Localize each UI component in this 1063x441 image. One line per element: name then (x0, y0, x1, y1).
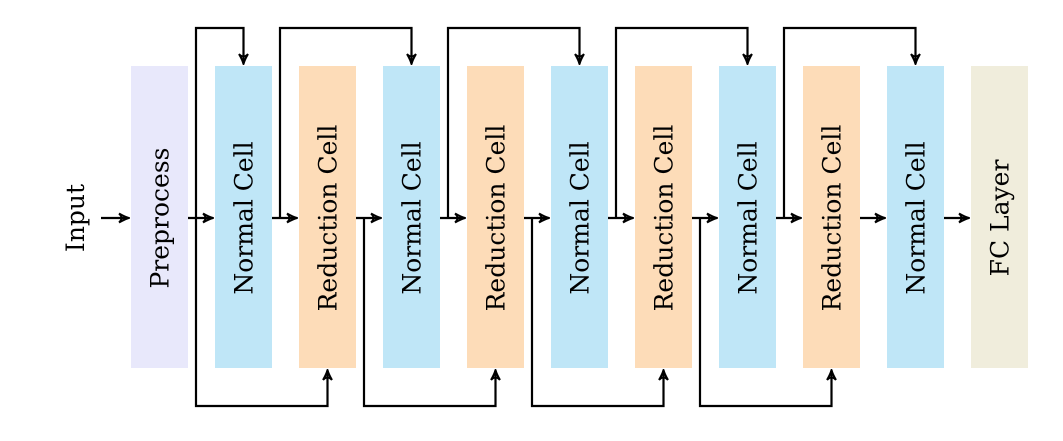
block-rect (215, 66, 272, 368)
block-reduction: Reduction Cell (467, 66, 524, 368)
skip-arrow-top (278, 26, 417, 218)
skip-arrow-bottom (194, 218, 333, 408)
block-fc: FC Layer (971, 66, 1028, 368)
block-preprocess: Preprocess (131, 66, 188, 368)
block-normal: Normal Cell (383, 66, 440, 368)
block-reduction: Reduction Cell (635, 66, 692, 368)
block-normal: Normal Cell (719, 66, 776, 368)
skip-arrow-top (194, 26, 249, 218)
skip-connections (194, 26, 921, 408)
block-normal: Normal Cell (887, 66, 944, 368)
skip-arrow-bottom (698, 218, 837, 408)
skip-arrow-bottom (530, 218, 669, 408)
block-rect (803, 66, 860, 368)
block-reduction: Reduction Cell (803, 66, 860, 368)
block-label: Reduction Cell (650, 125, 679, 312)
block-reduction: Reduction Cell (299, 66, 356, 368)
block-normal: Normal Cell (215, 66, 272, 368)
block-label: Reduction Cell (818, 125, 847, 312)
block-rect (467, 66, 524, 368)
block-normal: Normal Cell (551, 66, 608, 368)
block-rect (299, 66, 356, 368)
block-rect (383, 66, 440, 368)
block-rect (131, 66, 188, 368)
block-label: Normal Cell (398, 141, 427, 294)
input-label: Input (61, 184, 90, 252)
block-rect (971, 66, 1028, 368)
block-label: Normal Cell (734, 141, 763, 294)
cell-blocks: Preprocess Normal Cell Reduction Cell Norma… (131, 66, 1028, 368)
block-rect (635, 66, 692, 368)
skip-arrow-bottom (362, 218, 501, 408)
block-label: Normal Cell (902, 141, 931, 294)
block-label: Preprocess (146, 147, 175, 288)
block-label: Normal Cell (230, 141, 259, 294)
block-label: Reduction Cell (482, 125, 511, 312)
skip-arrow-top (782, 26, 921, 218)
skip-arrow-top (614, 26, 753, 218)
skip-arrow-top (446, 26, 585, 218)
block-rect (719, 66, 776, 368)
block-label: Normal Cell (566, 141, 595, 294)
block-label: FC Layer (986, 160, 1015, 277)
block-label: Reduction Cell (314, 125, 343, 312)
block-rect (551, 66, 608, 368)
block-rect (887, 66, 944, 368)
